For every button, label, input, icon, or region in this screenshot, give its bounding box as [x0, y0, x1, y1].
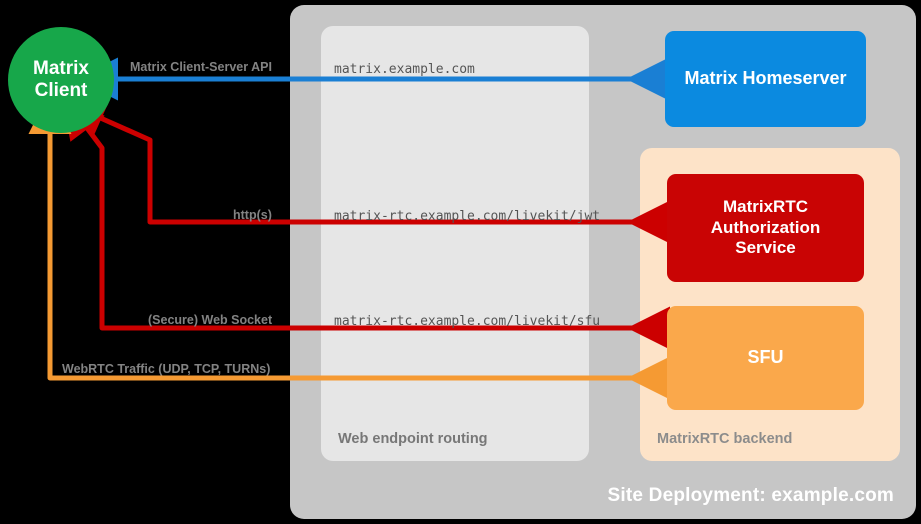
- matrix-homeserver-label: Matrix Homeserver: [684, 68, 847, 89]
- auth-label-line3: Service: [735, 238, 796, 258]
- matrix-client-label-line2: Client: [34, 80, 88, 101]
- matrixrtc-backend-label: MatrixRTC backend: [657, 431, 793, 447]
- connector-label-matrix-client-server-api: Matrix Client-Server API: [130, 60, 272, 74]
- matrix-client-label-line1: Matrix: [33, 57, 89, 79]
- endpoint-livekit-sfu: matrix-rtc.example.com/livekit/sfu: [334, 314, 601, 329]
- web-endpoint-routing-label: Web endpoint routing: [338, 431, 488, 447]
- auth-label-line2: Authorization: [710, 217, 821, 237]
- node-matrix-homeserver[interactable]: Matrix Homeserver: [665, 31, 866, 127]
- site-deployment-label: Site Deployment: example.com: [607, 485, 894, 506]
- connector-webrtc-traffic: [28, 90, 670, 400]
- node-matrixrtc-authorization-service[interactable]: MatrixRTC Authorization Service: [667, 174, 864, 282]
- connector-label-secure-web-socket: (Secure) Web Socket: [148, 313, 273, 327]
- sfu-label: SFU: [747, 347, 784, 368]
- node-sfu[interactable]: SFU: [667, 306, 864, 410]
- connector-label-webrtc-traffic: WebRTC Traffic (UDP, TCP, TURNs): [62, 362, 271, 376]
- connector-label-https: http(s): [233, 208, 272, 222]
- auth-label-line1: MatrixRTC: [722, 197, 808, 217]
- connector-secure-web-socket: [61, 94, 670, 350]
- endpoint-livekit-jwt: matrix-rtc.example.com/livekit/jwt: [334, 209, 601, 224]
- connector-https: [62, 98, 670, 244]
- endpoint-matrix-example-com: matrix.example.com: [334, 62, 475, 77]
- node-matrix-client[interactable]: Matrix Client: [8, 27, 114, 133]
